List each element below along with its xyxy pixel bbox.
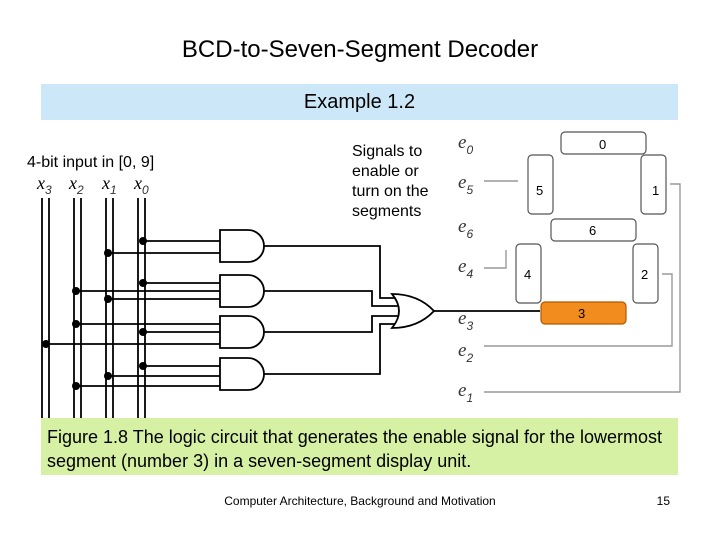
signal-e1: e1 (458, 380, 473, 405)
signal-e3: e3 (458, 308, 473, 333)
signals-label-line-1: Signals to (352, 143, 422, 160)
segment-5-label: 5 (536, 183, 543, 198)
input-x3: x3 (36, 173, 52, 197)
seven-segment-display: 0 5 1 6 4 2 3 (515, 131, 667, 325)
signals-label-line-4: segments (352, 203, 421, 220)
segment-0 (560, 131, 647, 155)
segment-4-label: 4 (524, 267, 531, 282)
signal-e4: e4 (458, 256, 473, 281)
input-label: 4-bit input in [0, 9] (27, 154, 154, 171)
segment-6 (550, 218, 637, 242)
or-gate (390, 293, 436, 329)
input-x2: x2 (68, 173, 84, 197)
and-to-or-wires (264, 245, 398, 375)
segment-2 (632, 243, 659, 304)
and-gate-1 (104, 229, 265, 263)
segment-routing-wires (484, 180, 681, 393)
slide-title: BCD-to-Seven-Segment Decoder (181, 36, 539, 63)
page-number: 15 (656, 494, 670, 508)
segment-1-label: 1 (652, 183, 659, 198)
and-gate-3 (42, 315, 265, 349)
figure-caption: Figure 1.8 The logic circuit that genera… (41, 418, 678, 475)
segment-4 (515, 243, 542, 304)
input-x0: x0 (133, 173, 149, 197)
and-gate-4 (72, 357, 265, 391)
segment-1 (640, 154, 667, 215)
signals-label-line-2: enable or (352, 163, 419, 180)
segment-2-label: 2 (641, 267, 648, 282)
and-gate-2 (72, 274, 265, 308)
segment-0-label: 0 (599, 137, 606, 152)
signals-label-line-3: turn on the (352, 183, 429, 200)
signal-e5: e5 (458, 172, 473, 197)
signal-e0: e0 (458, 132, 473, 157)
footer-text: Computer Architecture, Background and Mo… (224, 494, 496, 508)
signal-e2: e2 (458, 340, 473, 365)
segment-3-highlighted (540, 301, 627, 325)
segment-3-label: 3 (578, 306, 585, 321)
example-heading: Example 1.2 (41, 84, 678, 120)
input-x1: x1 (101, 173, 117, 197)
segment-6-label: 6 (589, 223, 596, 238)
segment-5 (527, 154, 554, 215)
signal-e6: e6 (458, 216, 473, 241)
